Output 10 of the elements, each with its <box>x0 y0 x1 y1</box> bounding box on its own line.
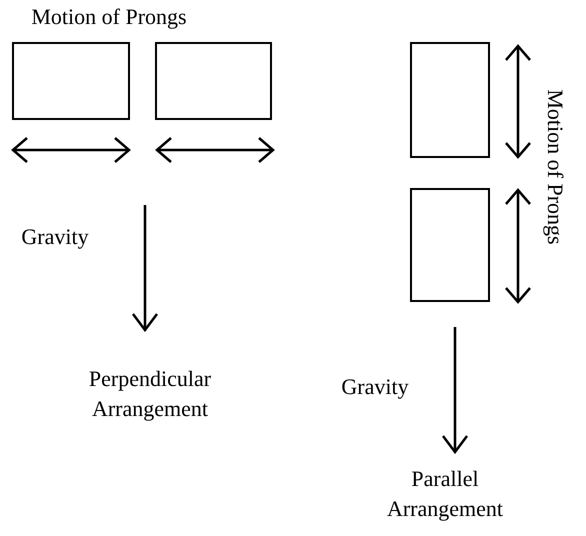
text-label: Parallel Arrangement <box>386 465 504 523</box>
text-label: Gravity <box>340 373 410 401</box>
text-label: Motion of Prongs <box>30 3 188 31</box>
prong-rectangle <box>410 188 490 302</box>
text-label: Gravity <box>20 223 90 251</box>
text-label: Motion of Prongs <box>542 88 569 247</box>
text-label: Perpendicular Arrangement <box>88 365 212 423</box>
prong-rectangle <box>410 42 490 158</box>
prong-rectangle <box>12 42 130 120</box>
prong-rectangle <box>155 42 272 120</box>
